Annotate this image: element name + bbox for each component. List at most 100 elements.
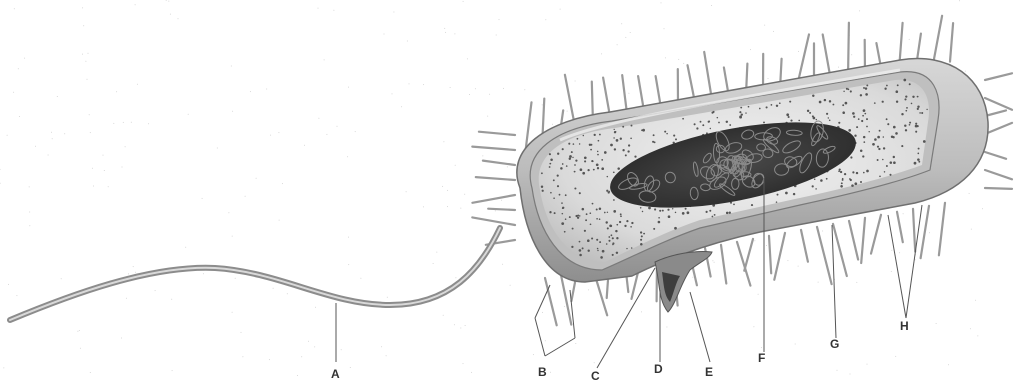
ribosome-dot [883,136,885,138]
speckle-dot [116,91,117,92]
speckle-dot [423,206,424,207]
speckle-dot [178,18,179,19]
ribosome-dot [674,227,677,230]
ribosome-dot [763,121,765,123]
speckle-dot [13,92,14,93]
speckle-dot [969,193,970,194]
ribosome-dot [630,138,632,140]
speckle-dot [495,210,496,211]
ribosome-dot [600,256,603,259]
ribosome-dot [911,103,913,105]
ribosome-dot [759,108,761,110]
speckle-dot [471,372,472,373]
ribosome-dot [828,117,829,118]
pilus [561,275,571,325]
speckle-dot [714,262,715,263]
speckle-dot [131,122,132,123]
ribosome-dot [729,124,731,126]
speckle-dot [155,290,156,291]
ribosome-dot [914,162,917,165]
ribosome-dot [642,129,645,132]
speckle-dot [3,367,4,368]
ribosome-dot [553,179,555,181]
ribosome-dot [652,141,654,143]
speckle-dot [148,123,149,124]
ribosome-dot [579,254,582,257]
ribosome-dot [919,112,921,114]
ribosome-dot [664,131,666,133]
ribosome-dot [601,167,604,170]
ribosome-dot [627,150,629,152]
ribosome-dot [587,239,590,242]
label-h: H [900,319,909,333]
speckle-dot [450,87,451,88]
speckle-dot [545,340,546,341]
ribosome-dot [631,125,633,127]
ribosome-dot [612,237,614,239]
speckle-dot [621,23,622,24]
ribosome-dot [564,231,566,233]
ribosome-dot [685,208,687,210]
speckle-dot [665,57,666,58]
speckle-dot [350,367,351,368]
speckle-dot [315,307,316,308]
speckle-dot [575,81,576,82]
speckle-dot [822,231,823,232]
speckle-dot [628,93,629,94]
speckle-dot [88,53,89,54]
ribosome-dot [789,101,791,103]
ribosome-dot [858,118,860,120]
speckle-dot [764,25,765,26]
pilus [985,170,1012,179]
ribosome-dot [630,226,632,228]
ribosome-dot [574,164,576,166]
speckle-dot [82,7,83,8]
ribosome-dot [866,126,868,128]
ribosome-dot [843,91,844,92]
pilus [861,218,865,263]
ribosome-dot [917,96,919,98]
speckle-dot [217,148,218,149]
ribosome-dot [672,208,673,209]
ribosome-dot [865,93,868,96]
ribosome-dot [597,248,599,250]
ribosome-dot [856,126,858,128]
pilus [985,98,1012,110]
speckle-dot [232,111,233,112]
ribosome-dot [616,139,619,142]
speckle-dot [93,186,94,187]
ribosome-dot [579,192,581,194]
ribosome-dot [653,134,655,136]
ribosome-dot [896,101,898,103]
ribosome-dot [893,156,895,158]
speckle-dot [711,5,712,6]
speckle-dot [282,183,283,184]
ribosome-dot [921,112,923,114]
speckle-dot [959,0,960,1]
ribosome-dot [573,143,575,145]
ribosome-dot [909,83,911,85]
speckle-dot [57,96,58,97]
ribosome-dot [594,134,596,136]
ribosome-dot [610,144,613,147]
speckle-dot [401,106,402,107]
ribosome-dot [877,136,880,139]
ribosome-dot [882,159,884,161]
speckle-dot [837,370,838,371]
speckle-dot [965,71,966,72]
ribosome-dot [786,113,789,116]
pilus [913,209,915,252]
speckle-dot [455,165,456,166]
ribosome-dot [613,129,614,130]
ribosome-dot [606,190,608,192]
speckle-dot [818,282,819,283]
ribosome-dot [616,224,618,226]
speckle-dot [641,311,642,312]
ribosome-dot [809,112,811,114]
ribosome-dot [841,182,843,184]
ribosome-dot [905,95,907,97]
speckle-dot [463,1,464,2]
speckle-dot [895,356,896,357]
ribosome-dot [611,234,613,236]
ribosome-dot [874,138,877,141]
